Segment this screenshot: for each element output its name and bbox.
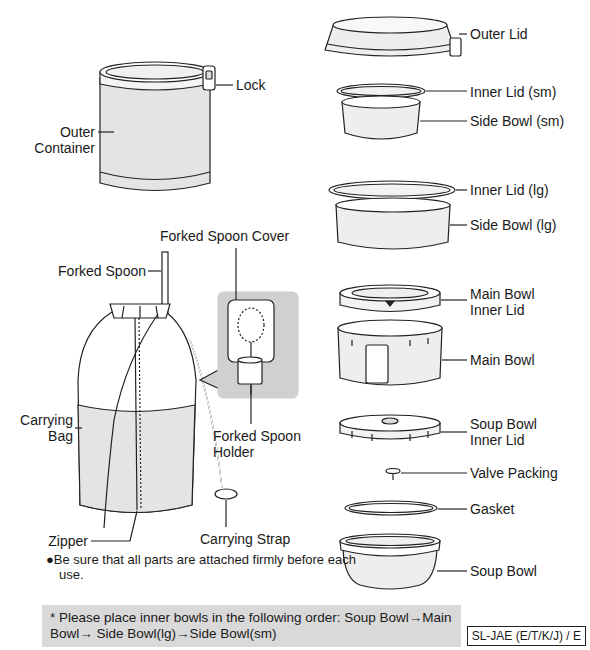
drawing-part — [459, 33, 467, 34]
part-name: Valve Packing — [470, 465, 585, 481]
drawing-part — [100, 172, 210, 180]
drawing-part — [441, 299, 467, 300]
drawing-part — [340, 415, 440, 431]
drawing-part — [216, 84, 233, 85]
drawing-part — [456, 189, 467, 190]
drawing-part — [401, 472, 467, 473]
drawing-part — [438, 508, 467, 509]
drawing-part — [148, 270, 161, 271]
drawing-part — [122, 306, 124, 318]
outer-container-art — [100, 62, 215, 191]
drawing-part — [238, 308, 264, 342]
drawing-part — [235, 248, 236, 300]
model-code: SL-JAE (E/T/K/J) / E — [472, 629, 581, 643]
drawing-part — [442, 359, 467, 360]
drawing-part — [351, 340, 352, 346]
drawing-part — [450, 224, 467, 225]
drawing-part — [338, 320, 442, 336]
drawing-part — [450, 38, 461, 56]
part-name: Forked Spoon Cover — [160, 228, 320, 244]
drawing-part — [427, 431, 428, 438]
small-bowl-art — [337, 84, 425, 139]
part-name: Carrying Bag — [8, 412, 73, 444]
drawing-part — [349, 504, 433, 513]
drawing-part — [386, 301, 394, 306]
part-name: Lock — [236, 77, 286, 93]
spoon-callout-art — [200, 292, 298, 398]
part-name: Side Bowl (lg) — [470, 217, 585, 233]
drawing-part — [78, 312, 196, 513]
part-name: Inner Lid (lg) — [470, 182, 585, 198]
drawing-part — [238, 357, 262, 363]
drawing-part — [215, 489, 237, 499]
drawing-part — [104, 314, 158, 528]
drawing-part — [427, 338, 428, 344]
part-name: Forked Spoon — [36, 263, 146, 279]
note-text: ●Be sure that all parts are attached fir… — [46, 553, 359, 583]
part-name: Outer Lid — [470, 26, 580, 42]
large-bowl-art — [329, 181, 455, 249]
part-name: Forked Spoon Holder — [213, 428, 325, 460]
drawing-part — [392, 473, 393, 480]
drawing-part — [340, 285, 440, 301]
drawing-part — [352, 288, 428, 298]
drawing-part — [333, 17, 447, 33]
leader-lines — [75, 34, 467, 571]
drawing-part — [426, 90, 467, 91]
drawing-part — [100, 62, 210, 82]
main-bowl-art — [338, 285, 442, 385]
part-name: Inner Lid (sm) — [470, 84, 585, 100]
part-name: Outer Container — [15, 124, 95, 156]
part-name: Carrying Strap — [200, 531, 315, 547]
drawing-part — [409, 340, 410, 346]
drawing-part — [336, 198, 450, 212]
drawing-part — [327, 44, 453, 50]
drawing-part — [100, 78, 210, 191]
drawing-part — [351, 431, 352, 438]
drawing-part — [110, 304, 170, 318]
note-text: * Please place inner bowls in the follow… — [50, 610, 453, 642]
drawing-part — [225, 500, 226, 527]
outer-lid-art — [325, 17, 461, 56]
drawing-part — [342, 96, 420, 108]
drawing-part — [409, 434, 410, 441]
part-name: Soup Bowl Inner Lid — [470, 416, 560, 448]
drawing-part — [437, 570, 467, 571]
drawing-part — [420, 120, 467, 121]
drawing-part — [341, 87, 421, 96]
drawing-part — [106, 65, 204, 79]
carrying-bag-art — [78, 252, 237, 528]
drawing-part — [345, 501, 437, 515]
drawing-part — [250, 385, 251, 424]
drawing-part — [218, 292, 298, 398]
part-name: Main Bowl Inner Lid — [470, 286, 560, 318]
drawing-part — [334, 184, 450, 196]
drawing-part — [340, 534, 440, 548]
note-band: * Please place inner bowls in the follow… — [42, 605, 461, 647]
drawing-part — [371, 434, 372, 441]
drawing-part — [366, 345, 388, 383]
drawing-part — [98, 131, 114, 132]
drawing-part — [139, 306, 140, 318]
drawing-part — [139, 318, 141, 510]
drawing-part — [203, 66, 215, 90]
drawing-part — [75, 427, 82, 428]
drawing-part — [382, 418, 398, 424]
part-name: Soup Bowl — [470, 563, 585, 579]
drawing-part — [91, 511, 137, 541]
drawing-part — [135, 318, 137, 510]
drawing-part — [386, 469, 400, 474]
drawing-part — [329, 181, 455, 199]
part-name: Side Bowl (sm) — [470, 113, 585, 129]
drawing-part — [441, 431, 467, 432]
model-code-box: SL-JAE (E/T/K/J) / E — [467, 626, 586, 646]
part-name: Gasket — [470, 501, 585, 517]
drawing-part — [346, 537, 434, 546]
part-name: Main Bowl — [470, 352, 585, 368]
part-name: Zipper — [28, 533, 88, 549]
drawing-part — [206, 71, 212, 79]
